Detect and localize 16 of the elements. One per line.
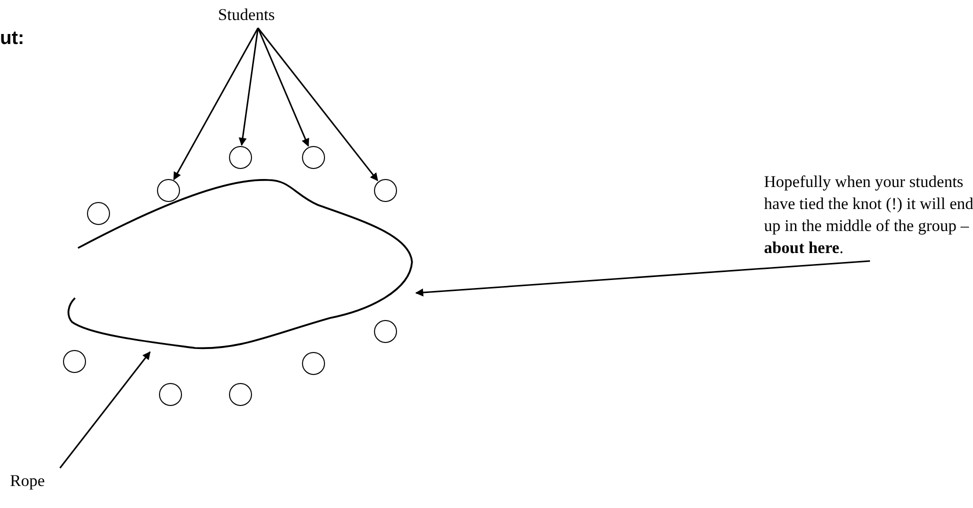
student-circle (228, 382, 252, 406)
student-circle (302, 352, 324, 374)
arrow (415, 260, 870, 296)
callout-text: Hopefully when your students have tied the knot (!) it will end up in the middle of the group – about here. (764, 171, 973, 259)
student-circle (62, 350, 86, 372)
student-circle (158, 382, 182, 406)
arrow (257, 28, 378, 182)
arrow (59, 351, 151, 468)
arrow (173, 28, 259, 180)
students-label: Students (218, 4, 298, 26)
rope-label: Rope (10, 470, 60, 492)
student-circle (302, 146, 324, 168)
student-circle (228, 146, 252, 168)
arrow (238, 28, 259, 146)
arrow (257, 28, 310, 147)
heading-fragment: ut: (0, 28, 24, 50)
